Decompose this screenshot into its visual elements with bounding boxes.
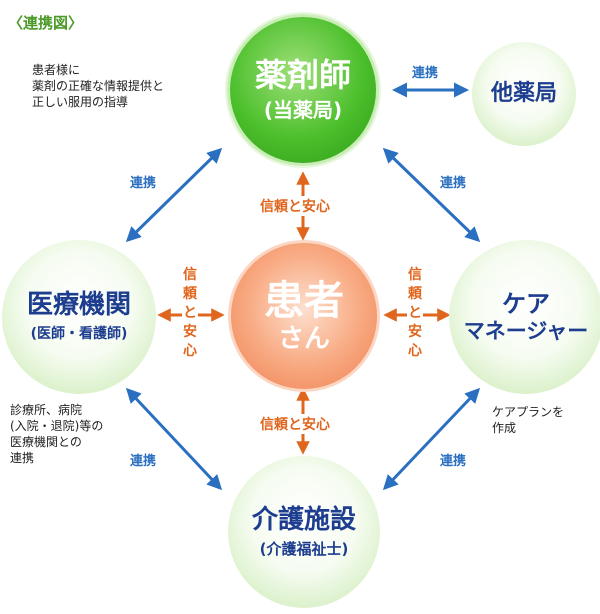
link-label-pharmacist-care: 連携 xyxy=(440,176,467,191)
patient-node: 患者 さん xyxy=(228,240,380,392)
diagram-title: 〈連携図〉 xyxy=(8,14,84,32)
care-manager-label-line2: マネージャー xyxy=(463,318,589,343)
link-label-pharmacist-medical: 連携 xyxy=(130,176,157,191)
link-arrow-medical-facility xyxy=(125,387,223,491)
pharmacist-note: 患者様に 薬剤の正確な情報提供と 正しい服用の指導 xyxy=(32,63,165,109)
medical-note: 診療所、病院 (入院・退院)等の 医療機関との 連携 xyxy=(10,403,104,465)
link-arrow-pharmacist-care xyxy=(382,147,481,243)
medical-node: 医療機関 (医師・看護師) xyxy=(2,240,156,394)
pharmacist-sublabel: (当薬局) xyxy=(263,97,343,122)
trust-label-left: 信頼と安心 xyxy=(182,266,198,361)
care-manager-node: ケア マネージャー xyxy=(449,240,600,394)
link-label-care-facility: 連携 xyxy=(440,454,467,469)
link-arrow-care-facility xyxy=(382,387,481,491)
patient-label-line1: 患者 xyxy=(264,277,344,324)
trust-label-bottom: 信頼と安心 xyxy=(258,414,332,434)
pharmacist-label: 薬剤師 xyxy=(254,56,351,95)
other-pharmacy-node: 他薬局 xyxy=(472,42,576,146)
care-facility-node: 介護施設 (介護福祉士) xyxy=(228,456,380,608)
pharmacist-node: 薬剤師 (当薬局) xyxy=(227,14,379,166)
care-facility-sublabel: (介護福祉士) xyxy=(259,540,349,559)
trust-label-top: 信頼と安心 xyxy=(258,196,332,216)
link-label-pharmacist-other: 連携 xyxy=(412,66,439,81)
link-label-medical-facility: 連携 xyxy=(130,454,157,469)
medical-sublabel: (医師・看護師) xyxy=(30,325,128,342)
care-manager-note: ケアプランを 作成 xyxy=(492,405,565,435)
other-pharmacy-label: 他薬局 xyxy=(490,80,557,106)
patient-label-line2: さん xyxy=(277,323,330,354)
care-manager-label-line1: ケア xyxy=(502,290,550,319)
trust-label-right: 信頼と安心 xyxy=(407,266,423,361)
link-arrow-pharmacist-medical xyxy=(125,147,223,243)
medical-label: 医療機関 xyxy=(26,290,131,321)
care-facility-label: 介護施設 xyxy=(251,504,356,535)
